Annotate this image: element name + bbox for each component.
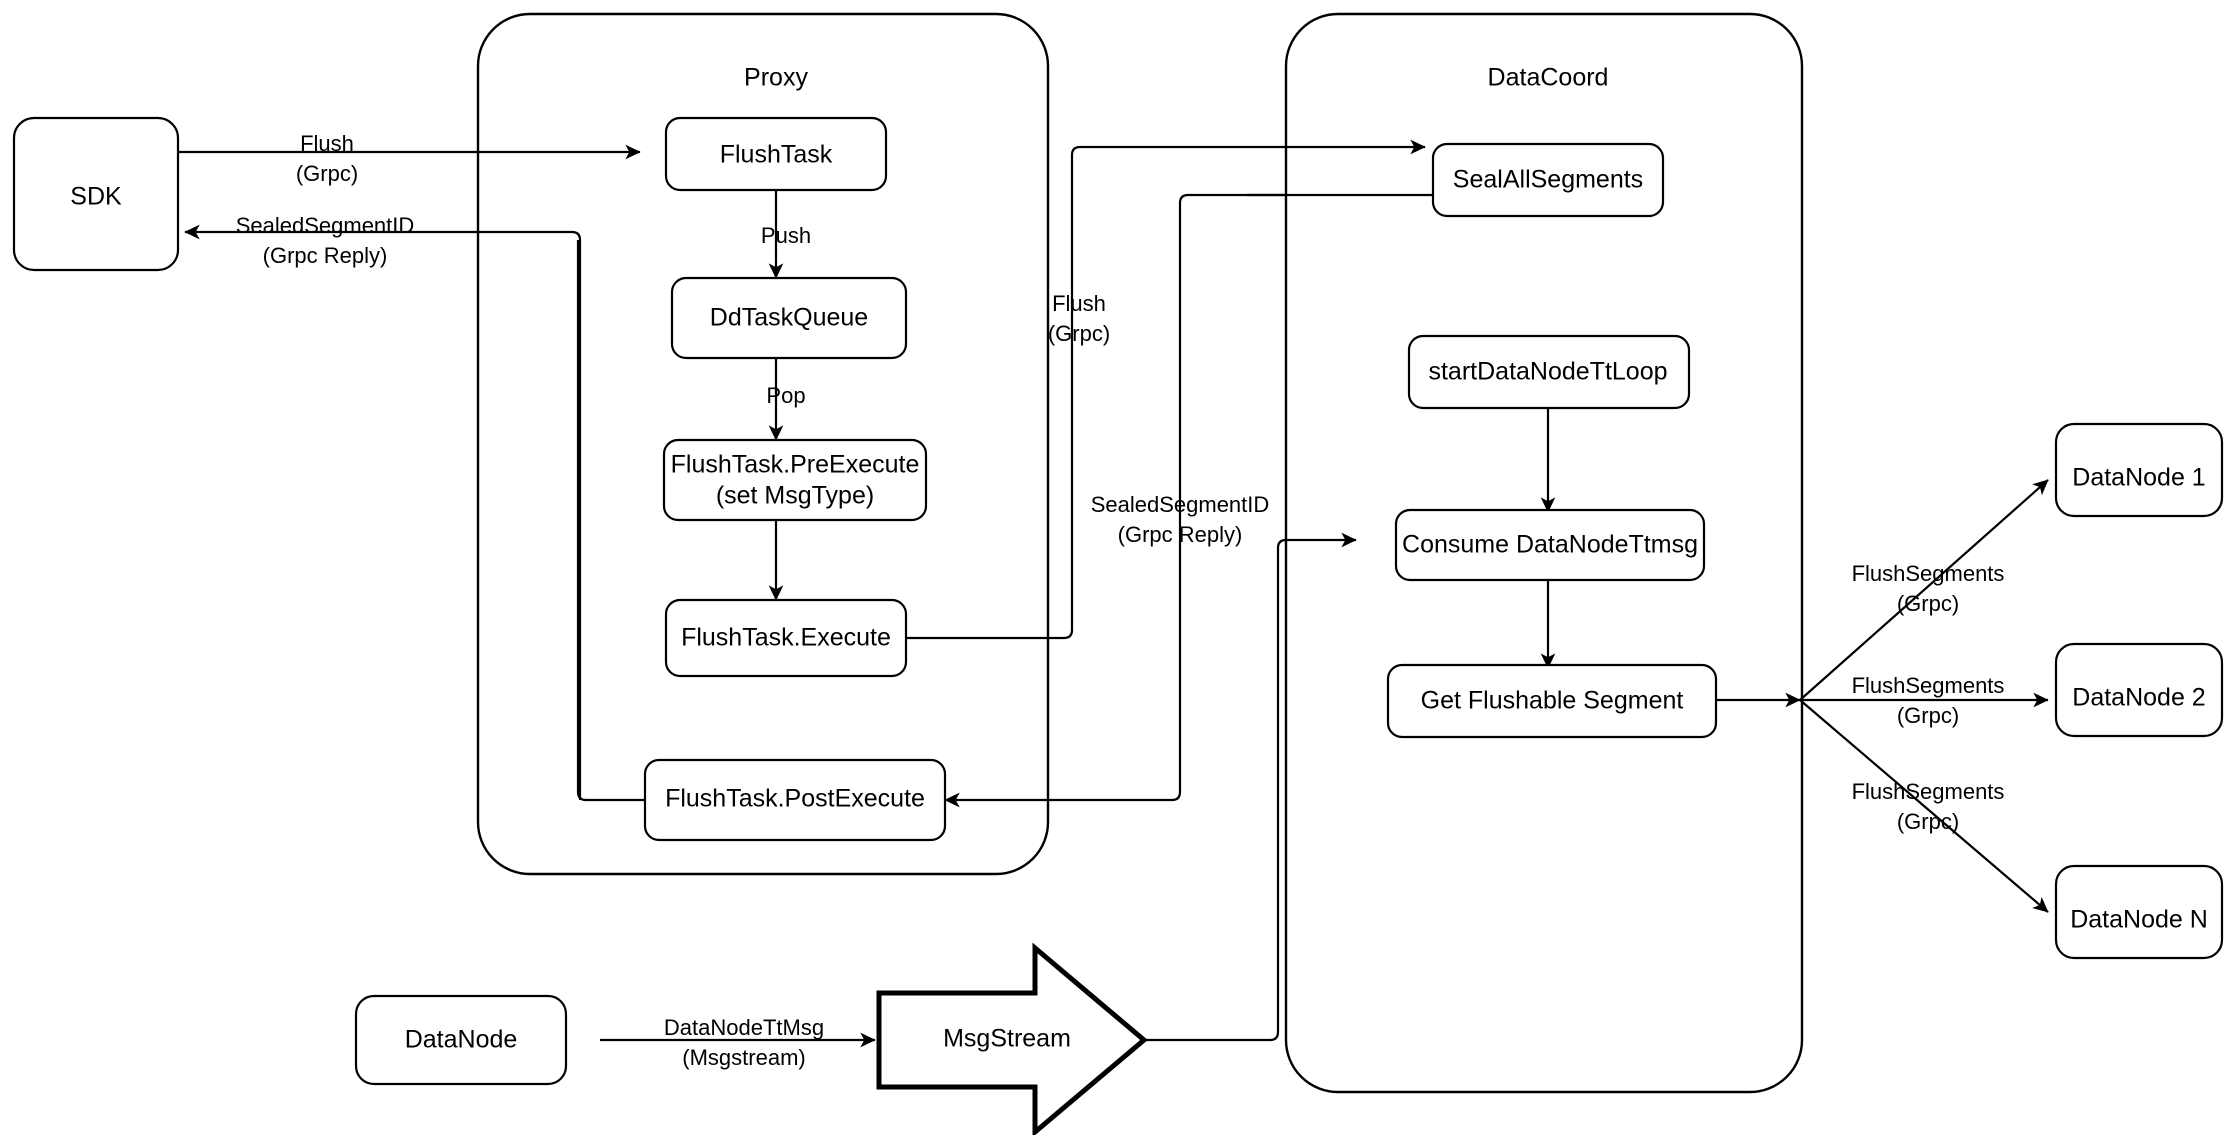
edge-label-coord-sealedsegmentid-line2: (Grpc Reply)	[1118, 522, 1243, 547]
edge-label-datanode-ttmsg: DataNodeTtMsg (Msgstream)	[664, 1015, 824, 1070]
proxy-title: Proxy	[744, 64, 808, 92]
node-start-datanode-ttloop[interactable]: startDataNodeTtLoop	[1407, 334, 1691, 410]
consume-datanode-ttmsg-label: Consume DataNodeTtmsg	[1402, 531, 1698, 559]
node-datanode-2[interactable]: DataNode 2	[2054, 642, 2224, 738]
datanode-n-box[interactable]	[2054, 864, 2224, 960]
edge-label-datanode-ttmsg-line2: (Msgstream)	[682, 1045, 805, 1070]
datacoord-title: DataCoord	[1488, 64, 1609, 92]
edge-label-flushsegments-1-line2: (Grpc)	[1897, 591, 1959, 616]
edge-label-pop: Pop	[766, 383, 805, 408]
edge-label-sdk-to-proxy: Flush (Grpc)	[296, 131, 358, 186]
node-msgstream[interactable]: MsgStream	[876, 942, 1148, 1135]
postexecute-box[interactable]	[643, 758, 947, 842]
edge-label-flush-grpc-line1: Flush	[1052, 291, 1106, 316]
get-flushable-segment-box[interactable]	[1386, 663, 1718, 739]
node-datanode-1[interactable]: DataNode 1	[2054, 422, 2224, 518]
edge-label-flush-grpc-line2: (Grpc)	[1048, 321, 1110, 346]
sealallsegments-box[interactable]	[1431, 142, 1665, 218]
edge-label-coord-to-proxy: SealedSegmentID (Grpc Reply)	[1091, 492, 1270, 547]
edge-label-flushsegments-n-line2: (Grpc)	[1897, 809, 1959, 834]
node-ddtaskqueue[interactable]: DdTaskQueue	[670, 276, 908, 360]
edge-label-proxy-to-coord: Flush (Grpc)	[1048, 291, 1110, 346]
node-datanode-n[interactable]: DataNode N	[2054, 864, 2224, 960]
edge-label-flushsegments-2-line1: FlushSegments	[1852, 673, 2005, 698]
edge-proxy-to-sdk	[184, 224, 582, 800]
start-datanode-ttloop-label: startDataNodeTtLoop	[1428, 358, 1667, 386]
edge-hub-to-datanode-n	[1799, 699, 2049, 913]
edge-label-flushsegments-n: FlushSegments (Grpc)	[1852, 779, 2005, 834]
node-sealallsegments[interactable]: SealAllSegments	[1431, 142, 1665, 218]
edge-execute-to-sealallsegments	[906, 139, 1426, 640]
node-consume-datanode-ttmsg[interactable]: Consume DataNodeTtmsg	[1394, 508, 1706, 582]
container-datacoord: DataCoord	[1284, 12, 1804, 1094]
node-flushtask[interactable]: FlushTask	[664, 116, 888, 192]
consume-datanode-ttmsg-box[interactable]	[1394, 508, 1706, 582]
sealallsegments-label: SealAllSegments	[1453, 166, 1643, 194]
edge-label-push: Push	[761, 223, 811, 248]
preexecute-label-line1: FlushTask.PreExecute	[671, 451, 920, 479]
execute-box[interactable]	[664, 598, 908, 678]
edge-label-flush-line2: (Grpc)	[296, 161, 358, 186]
node-flushtask-preexecute[interactable]: FlushTask.PreExecute (set MsgType)	[662, 438, 928, 522]
datanode-n-label: DataNode N	[2070, 906, 2208, 934]
edge-label-flush-line1: Flush	[300, 131, 354, 156]
preexecute-box[interactable]	[662, 438, 928, 522]
postexecute-label: FlushTask.PostExecute	[665, 785, 925, 813]
get-flushable-segment-label: Get Flushable Segment	[1421, 687, 1684, 715]
edge-label-proxy-to-sdk: SealedSegmentID (Grpc Reply)	[236, 213, 415, 268]
preexecute-label-line2: (set MsgType)	[716, 482, 874, 510]
flushtask-label: FlushTask	[720, 141, 833, 169]
datanode-2-box[interactable]	[2054, 642, 2224, 738]
edge-label-flushsegments-n-line1: FlushSegments	[1852, 779, 2005, 804]
ddtaskqueue-label: DdTaskQueue	[710, 304, 868, 332]
edge-label-flushsegments-2: FlushSegments (Grpc)	[1852, 673, 2005, 728]
datanode-bottom-label: DataNode	[405, 1026, 518, 1054]
edge-hub-to-datanode-1	[1799, 479, 2049, 701]
node-sdk[interactable]: SDK	[12, 116, 180, 272]
ddtaskqueue-box[interactable]	[670, 276, 908, 360]
execute-label: FlushTask.Execute	[681, 624, 891, 652]
node-flushtask-postexecute[interactable]: FlushTask.PostExecute	[643, 758, 947, 842]
datanode-1-box[interactable]	[2054, 422, 2224, 518]
edge-postexecute-to-left-trunk	[576, 240, 645, 802]
datanode-bottom-box[interactable]	[354, 994, 568, 1086]
msgstream-label: MsgStream	[943, 1025, 1071, 1053]
edge-label-sealedsegmentid-line1: SealedSegmentID	[236, 213, 415, 238]
datanode-2-label: DataNode 2	[2072, 684, 2205, 712]
datacoord-container-border	[1284, 12, 1804, 1094]
edge-label-sealedsegmentid-line2: (Grpc Reply)	[263, 243, 388, 268]
edge-msgstream-to-consume	[1140, 532, 1357, 1042]
edge-label-flushsegments-1: FlushSegments (Grpc)	[1852, 561, 2005, 616]
proxy-container-border	[476, 12, 1050, 876]
msgstream-arrow-shape[interactable]	[876, 942, 1148, 1135]
flushtask-box[interactable]	[664, 116, 888, 192]
edge-sealallsegments-to-postexecute	[944, 193, 1433, 808]
edge-label-flushsegments-1-line1: FlushSegments	[1852, 561, 2005, 586]
datanode-1-label: DataNode 1	[2072, 464, 2205, 492]
node-datanode-bottom[interactable]: DataNode	[354, 994, 568, 1086]
container-proxy: Proxy	[476, 12, 1050, 876]
edge-label-datanode-ttmsg-line1: DataNodeTtMsg	[664, 1015, 824, 1040]
sdk-label: SDK	[70, 183, 122, 211]
edge-label-coord-sealedsegmentid-line1: SealedSegmentID	[1091, 492, 1270, 517]
sdk-box[interactable]	[12, 116, 180, 272]
start-datanode-ttloop-box[interactable]	[1407, 334, 1691, 410]
edge-label-flushsegments-2-line2: (Grpc)	[1897, 703, 1959, 728]
node-get-flushable-segment[interactable]: Get Flushable Segment	[1386, 663, 1718, 739]
node-flushtask-execute[interactable]: FlushTask.Execute	[664, 598, 908, 678]
